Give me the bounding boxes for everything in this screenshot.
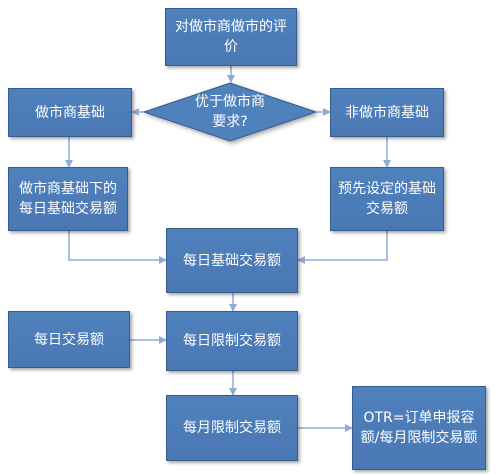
node-daily-base-volume: 每日基础交易额 (166, 228, 298, 293)
node-non-market-maker-base: 非做市商基础 (330, 88, 444, 137)
node-preset-base-volume: 预先设定的基础交易额 (330, 167, 444, 231)
node-mm-daily-base-volume: 做市商基础下的每日基础交易额 (8, 167, 128, 231)
node-preset-base-volume-label: 预先设定的基础交易额 (338, 181, 436, 217)
arrow-preset-base-to-daily-base (297, 231, 388, 264)
node-otr: OTR=订单申报容额/每月限制交易额 (352, 386, 486, 470)
node-daily-volume: 每日交易额 (8, 311, 130, 368)
node-monthly-limit-volume: 每月限制交易额 (166, 395, 298, 461)
node-daily-base-volume-label: 每日基础交易额 (183, 252, 281, 269)
node-market-maker-evaluation-label: 对做市商做市的评价 (175, 19, 287, 55)
decision-diamond-shape (143, 82, 317, 142)
node-mm-daily-base-volume-label: 做市商基础下的每日基础交易额 (19, 181, 117, 217)
arrow-mm-daily-base-to-daily-base (68, 231, 167, 264)
node-market-maker-evaluation: 对做市商做市的评价 (165, 8, 297, 66)
node-market-maker-base: 做市商基础 (8, 88, 132, 137)
node-non-market-maker-base-label: 非做市商基础 (345, 104, 429, 121)
node-monthly-limit-volume-label: 每月限制交易额 (183, 420, 281, 436)
node-market-maker-base-label: 做市商基础 (35, 104, 105, 121)
decision-diamond: 优于做市商要求? (143, 82, 317, 142)
node-daily-limit-volume: 每日限制交易额 (166, 311, 298, 371)
decision-label: 优于做市商要求? (195, 94, 265, 130)
node-daily-volume-label: 每日交易额 (34, 331, 104, 348)
node-otr-label: OTR=订单申报容额/每月限制交易额 (360, 410, 478, 446)
node-daily-limit-volume-label: 每日限制交易额 (183, 333, 281, 349)
